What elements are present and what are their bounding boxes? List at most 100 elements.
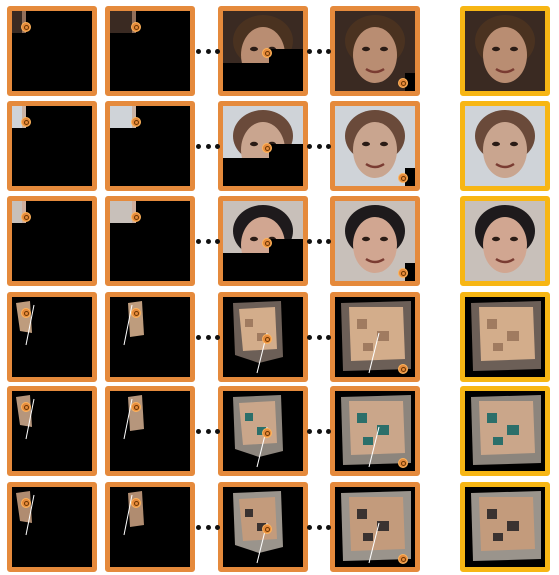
- progress-image: [330, 101, 420, 191]
- progress-image: [7, 292, 97, 382]
- cursor-marker-icon: [398, 268, 408, 278]
- cursor-marker-icon: [262, 334, 272, 344]
- dot: [196, 143, 201, 149]
- image-content: [471, 491, 541, 561]
- progress-image: [7, 196, 97, 286]
- image-content: [110, 106, 136, 128]
- ellipsis-icon: [307, 142, 331, 150]
- image-content: [110, 201, 136, 223]
- dot: [326, 334, 331, 340]
- dot: [326, 428, 331, 434]
- dot: [316, 48, 322, 54]
- cursor-marker-icon: [21, 117, 31, 127]
- dot: [205, 428, 211, 434]
- dot: [215, 334, 220, 340]
- dot: [307, 524, 312, 530]
- dot: [215, 238, 220, 244]
- dot: [196, 334, 201, 340]
- dot: [316, 334, 322, 340]
- final-image: [460, 292, 550, 382]
- dot: [205, 524, 211, 530]
- progress-image: [330, 386, 420, 476]
- dot: [326, 524, 331, 530]
- cursor-marker-icon: [21, 402, 31, 412]
- dot: [205, 334, 211, 340]
- dot: [215, 428, 220, 434]
- cursor-marker-icon: [398, 364, 408, 374]
- progress-image: [105, 101, 195, 191]
- image-content: [471, 301, 541, 371]
- dot: [307, 143, 312, 149]
- dot: [196, 428, 201, 434]
- dot: [196, 48, 201, 54]
- ellipsis-icon: [196, 142, 220, 150]
- cursor-marker-icon: [131, 117, 141, 127]
- progress-image: [218, 6, 308, 96]
- progress-image: [330, 6, 420, 96]
- image-content: [335, 106, 415, 186]
- cursor-marker-icon: [262, 238, 272, 248]
- final-image: [460, 196, 550, 286]
- dot: [307, 238, 312, 244]
- dot: [326, 143, 331, 149]
- image-content: [341, 395, 411, 468]
- cursor-marker-icon: [131, 308, 141, 318]
- ellipsis-icon: [196, 523, 220, 531]
- final-image: [460, 386, 550, 476]
- cursor-marker-icon: [262, 428, 272, 438]
- cursor-marker-icon: [131, 402, 141, 412]
- dot: [205, 238, 211, 244]
- cursor-marker-icon: [262, 48, 272, 58]
- final-image: [460, 101, 550, 191]
- image-content: [465, 201, 545, 281]
- cursor-marker-icon: [398, 554, 408, 564]
- dot: [326, 48, 331, 54]
- cursor-marker-icon: [131, 498, 141, 508]
- dot: [326, 238, 331, 244]
- ellipsis-icon: [307, 523, 331, 531]
- dot: [307, 428, 312, 434]
- progress-image: [218, 386, 308, 476]
- progress-image: [7, 6, 97, 96]
- progress-image: [105, 196, 195, 286]
- dot: [215, 48, 220, 54]
- ellipsis-icon: [307, 427, 331, 435]
- dot: [316, 238, 322, 244]
- dot: [316, 143, 322, 149]
- image-content: [341, 491, 411, 564]
- ellipsis-icon: [196, 237, 220, 245]
- cursor-marker-icon: [131, 22, 141, 32]
- image-content: [471, 395, 541, 465]
- final-image: [460, 6, 550, 96]
- progress-image: [7, 482, 97, 572]
- image-content: [110, 11, 136, 33]
- progress-image: [218, 101, 308, 191]
- progress-image: [105, 292, 195, 382]
- progress-image: [218, 196, 308, 286]
- ellipsis-icon: [196, 427, 220, 435]
- dot: [316, 524, 322, 530]
- cursor-marker-icon: [21, 212, 31, 222]
- dot: [196, 524, 201, 530]
- cursor-marker-icon: [21, 22, 31, 32]
- image-content: [335, 201, 415, 281]
- image-content: [123, 395, 144, 440]
- dot: [196, 238, 201, 244]
- ellipsis-icon: [307, 237, 331, 245]
- image-content: [335, 11, 415, 91]
- dot: [215, 143, 220, 149]
- cursor-marker-icon: [398, 78, 408, 88]
- cursor-marker-icon: [262, 143, 272, 153]
- dot: [307, 48, 312, 54]
- cursor-marker-icon: [398, 458, 408, 468]
- progress-image: [218, 482, 308, 572]
- dot: [307, 334, 312, 340]
- progress-image: [330, 482, 420, 572]
- cursor-marker-icon: [398, 173, 408, 183]
- progress-image: [330, 292, 420, 382]
- ellipsis-icon: [307, 333, 331, 341]
- image-content: [123, 491, 144, 536]
- cursor-marker-icon: [262, 524, 272, 534]
- cursor-marker-icon: [21, 498, 31, 508]
